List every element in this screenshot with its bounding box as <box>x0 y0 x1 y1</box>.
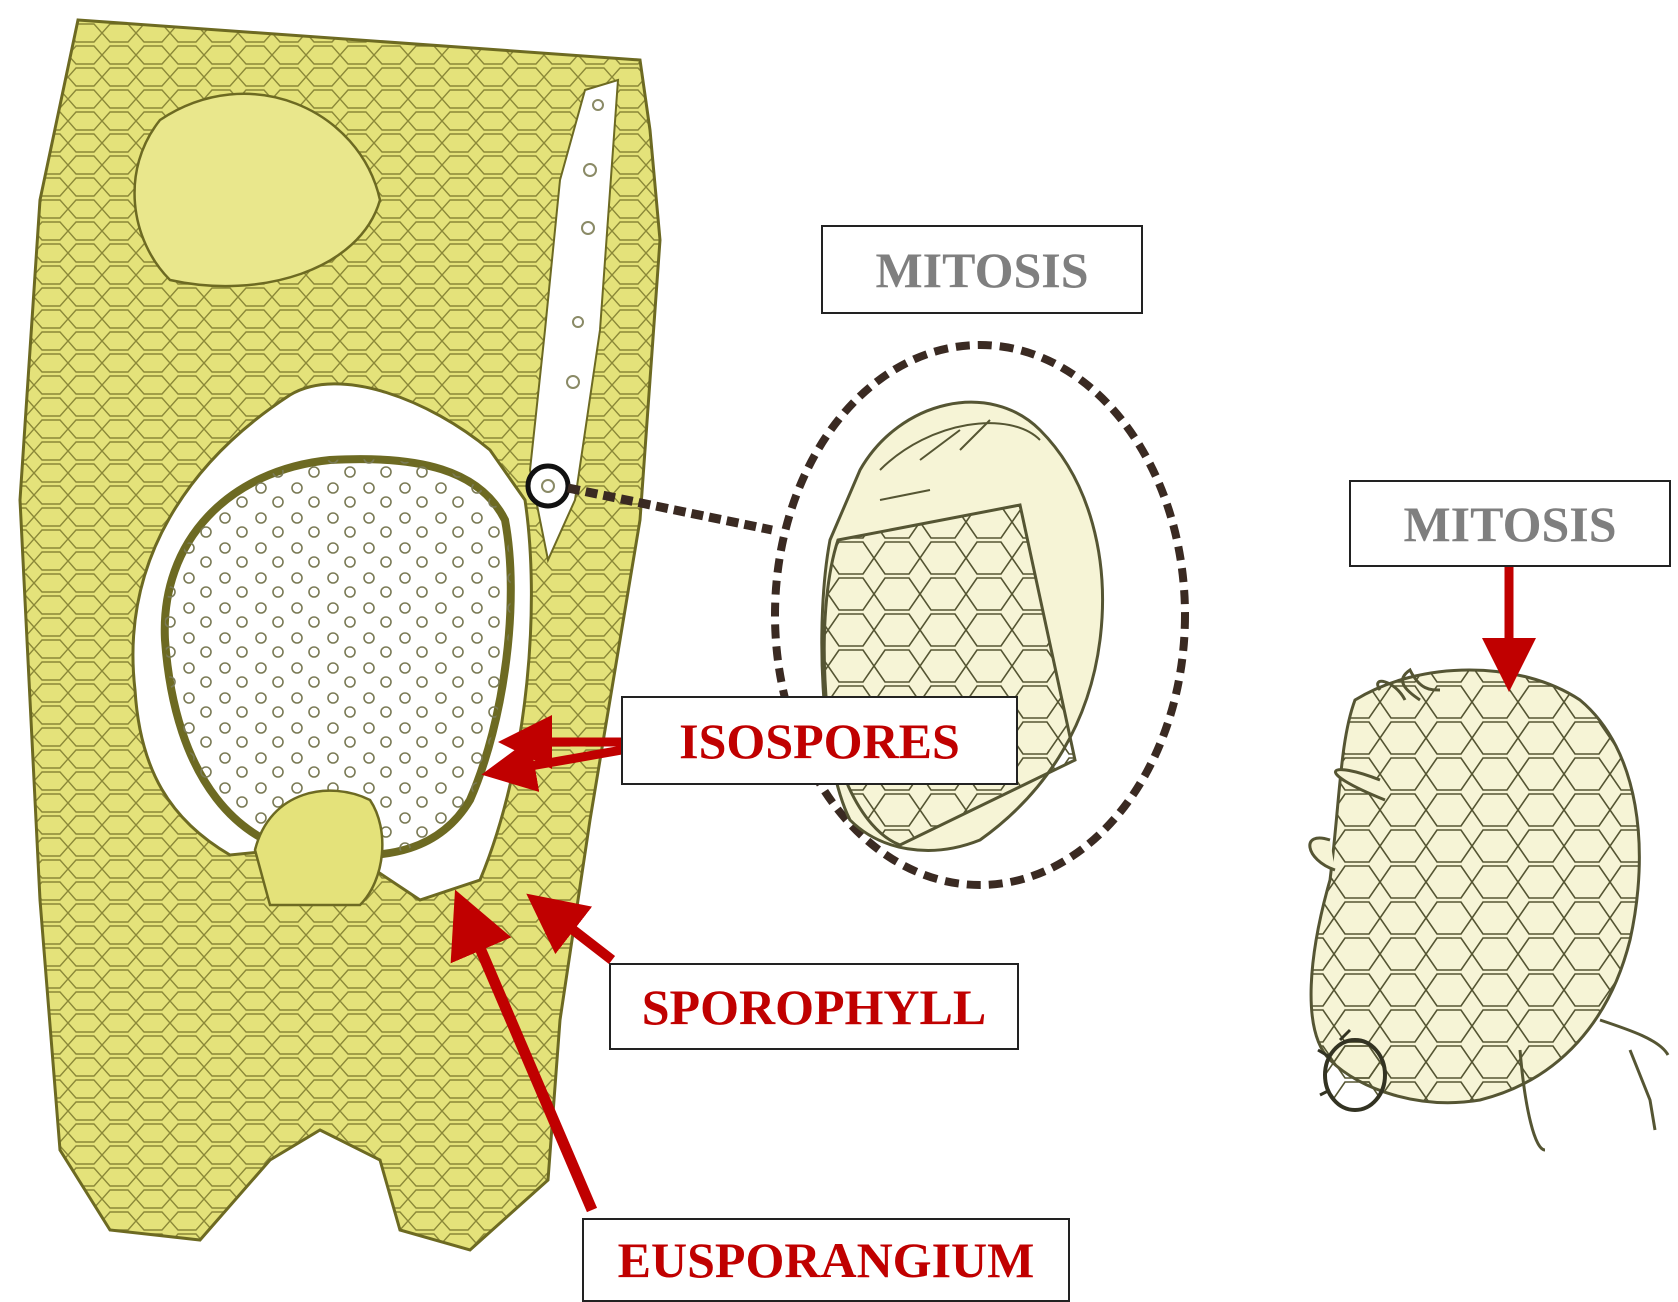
tissue-section <box>20 20 660 1250</box>
eusporangium-label: EUSPORANGIUM <box>582 1218 1070 1302</box>
mitosis-top-label: MITOSIS <box>821 225 1143 314</box>
prothallus <box>1310 670 1668 1150</box>
sporophyll-label: SPOROPHYLL <box>609 963 1019 1050</box>
highlight-circle <box>528 466 568 506</box>
magnified-spore <box>775 345 1185 885</box>
mitosis-right-label: MITOSIS <box>1349 480 1671 567</box>
isospores-label: ISOSPORES <box>621 696 1018 785</box>
